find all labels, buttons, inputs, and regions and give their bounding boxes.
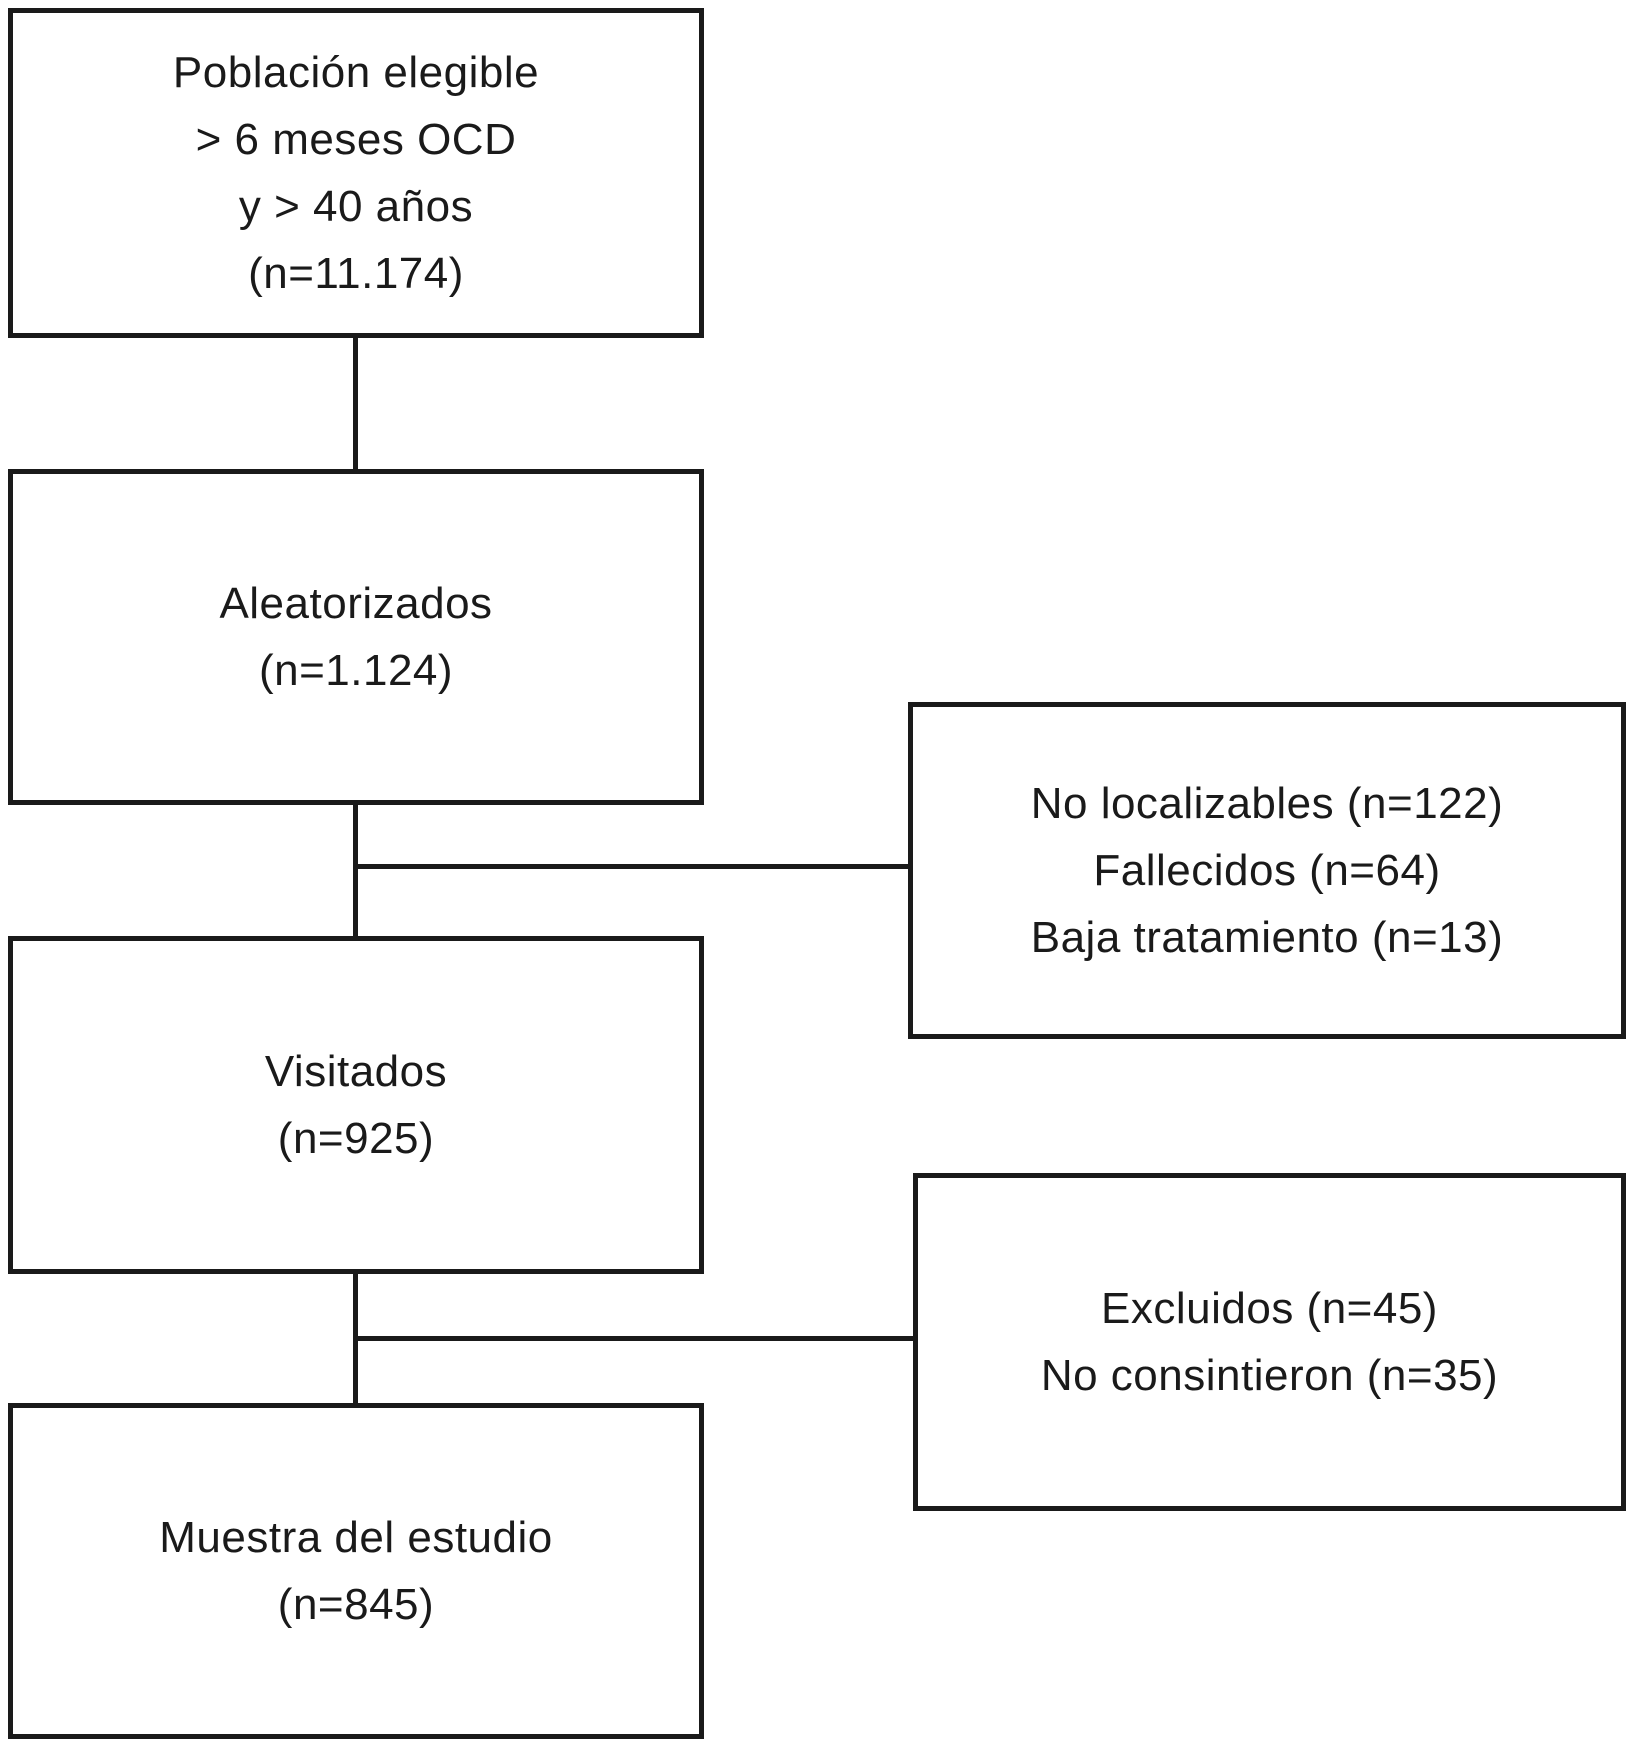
box-randomized: Aleatorizados (n=1.124) <box>8 469 704 805</box>
box-visited: Visitados (n=925) <box>8 936 704 1274</box>
box-eligible-population: Población elegible > 6 meses OCD y > 40 … <box>8 8 704 338</box>
not-located-line-1: No localizables (n=122) <box>1030 779 1504 828</box>
randomized-label: Aleatorizados <box>219 579 493 628</box>
connector-eligible-to-randomized <box>353 337 358 471</box>
eligible-line-1: Población elegible <box>172 48 540 97</box>
randomized-count: (n=1.124) <box>258 646 454 695</box>
eligible-line-2: > 6 meses OCD <box>195 115 517 164</box>
eligible-count: (n=11.174) <box>248 249 464 298</box>
box-excluded: Excluidos (n=45) No consintieron (n=35) <box>913 1173 1626 1511</box>
not-located-line-2: Fallecidos (n=64) <box>1093 846 1441 895</box>
eligible-line-3: y > 40 años <box>238 182 474 231</box>
not-located-line-3: Baja tratamiento (n=13) <box>1030 913 1504 962</box>
connector-branch-to-excluded <box>353 1336 915 1341</box>
connector-branch-to-not-located <box>353 864 910 869</box>
excluded-line-2: No consintieron (n=35) <box>1040 1351 1499 1400</box>
visited-label: Visitados <box>264 1047 448 1096</box>
box-not-located-exclusions: No localizables (n=122) Fallecidos (n=64… <box>908 702 1626 1039</box>
box-study-sample: Muestra del estudio (n=845) <box>8 1403 704 1739</box>
visited-count: (n=925) <box>277 1114 435 1163</box>
sample-count: (n=845) <box>277 1580 435 1629</box>
sample-label: Muestra del estudio <box>159 1513 553 1562</box>
excluded-line-1: Excluidos (n=45) <box>1101 1284 1438 1333</box>
connector-randomized-to-visited <box>353 802 358 938</box>
